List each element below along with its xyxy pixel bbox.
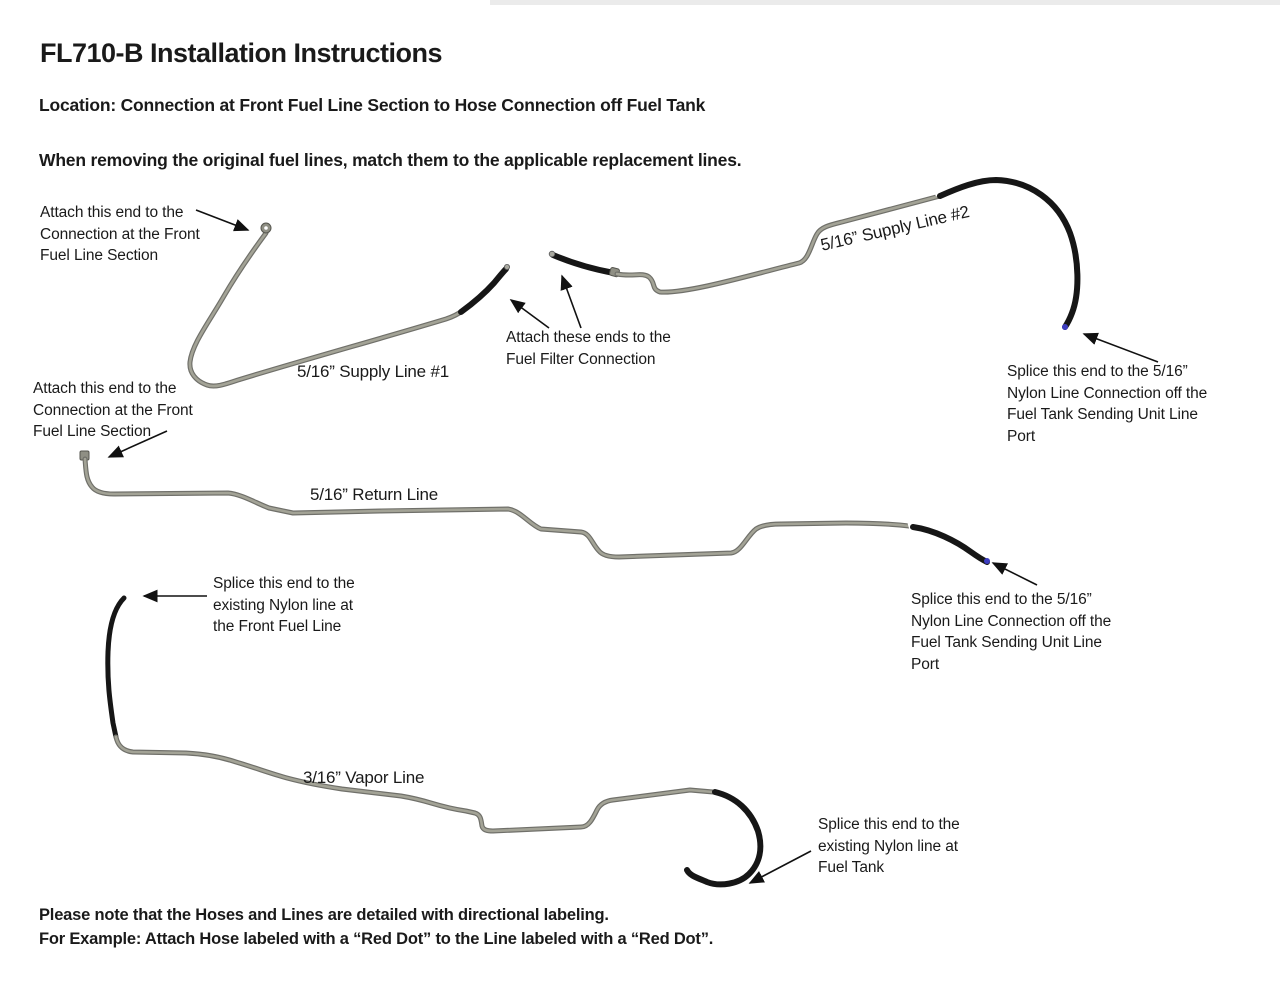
callout-splice-front-fuel-line: Splice this end to the existing Nylon li… <box>213 575 355 635</box>
supply-line-1-fitting-hole <box>264 226 268 230</box>
supply-line-1-hose <box>458 266 509 315</box>
return-line-blue-tip <box>984 558 990 564</box>
supply-line-2-right-hose <box>937 177 1081 330</box>
page-title: FL710-B Installation Instructions <box>40 38 443 68</box>
label-vapor-line: 3/16” Vapor Line <box>303 768 425 787</box>
callout-splice-sending-unit-top: Splice this end to the 5/16” Nylon Line … <box>1007 363 1208 445</box>
instruction-line: When removing the original fuel lines, m… <box>39 150 742 170</box>
supply-line-2-tube <box>617 196 940 292</box>
label-supply-line-1: 5/16” Supply Line #1 <box>297 362 449 381</box>
supply-line-1-hose-tip <box>503 263 510 270</box>
return-line-hose <box>910 524 990 565</box>
arrow-splice-sending-unit-top <box>1082 332 1159 363</box>
callout-splice-sending-unit-bottom: Splice this end to the 5/16” Nylon Line … <box>911 591 1112 673</box>
supply-line-2-blue-tip <box>1062 324 1068 330</box>
vapor-line-left-hose <box>105 595 127 740</box>
supply-line-2-left-hose-tip <box>548 250 556 258</box>
label-return-line: 5/16” Return Line <box>310 485 438 504</box>
arrow-fuel-filter-right <box>560 274 582 329</box>
directional-labeling-note: Please note that the Hoses and Lines are… <box>39 906 714 948</box>
location-line: Location: Connection at Front Fuel Line … <box>39 95 706 115</box>
top-edge-strip <box>490 0 1280 5</box>
callout-splice-fuel-tank: Splice this end to the existing Nylon li… <box>818 816 960 876</box>
callout-attach-front-top: Attach this end to the Connection at the… <box>40 204 200 264</box>
callout-attach-fuel-filter: Attach these ends to the Fuel Filter Con… <box>506 329 671 368</box>
vapor-line-hook-hose <box>684 789 764 888</box>
arrow-splice-fuel-tank <box>748 850 812 884</box>
supply-line-2-left-hose <box>550 252 617 276</box>
return-line-tube-highlight <box>83 457 911 559</box>
arrow-attach-front-top <box>195 209 250 232</box>
callout-attach-front-mid: Attach this end to the Connection at the… <box>33 380 193 440</box>
arrow-splice-sending-unit-bottom <box>991 562 1038 586</box>
arrow-fuel-filter-left <box>509 299 550 329</box>
arrow-attach-front-mid <box>107 430 168 458</box>
